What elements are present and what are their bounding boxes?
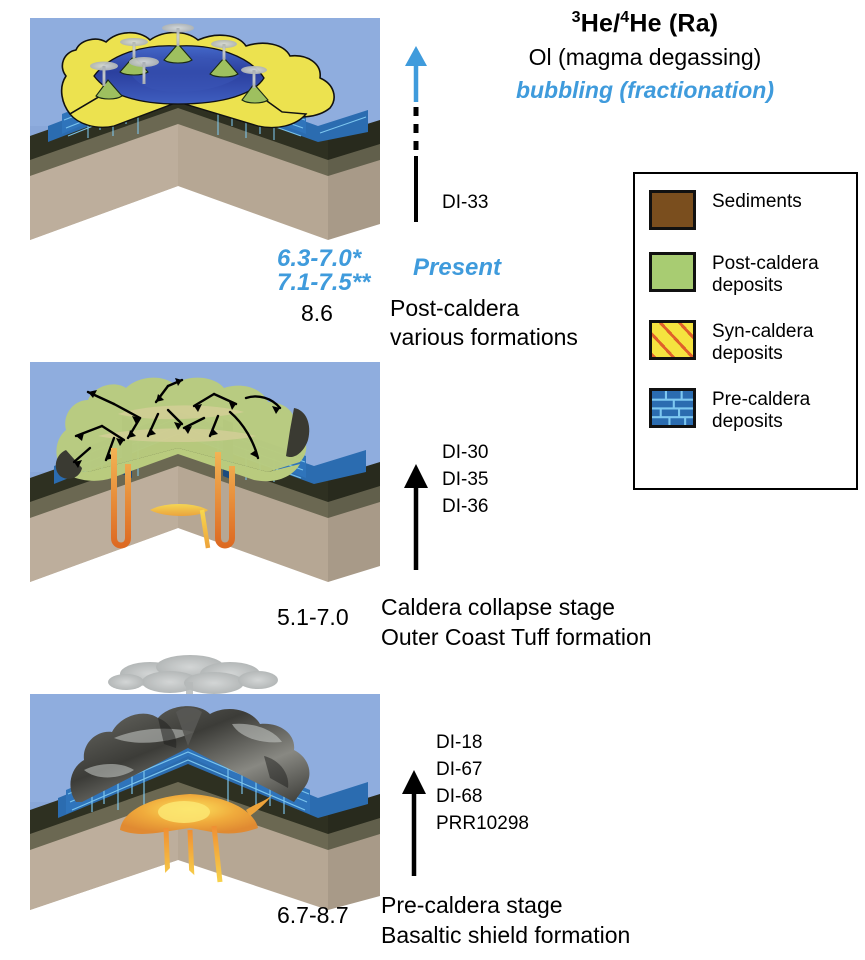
legend-box: Sediments Post-caldera deposits Syn-cald… <box>633 172 858 490</box>
legend-label-post-caldera-line2: deposits <box>712 275 783 297</box>
pre-caldera-illustration <box>30 655 380 910</box>
ratio-value-blue-primary: 6.3-7.0* <box>277 245 362 272</box>
block-diagram-pre-caldera <box>18 652 393 910</box>
caption-pre-caldera: 6.7-8.7 Pre-caldera stage Basaltic shiel… <box>255 890 685 960</box>
stage-name-post-caldera: Post-caldera various formations <box>390 294 578 353</box>
stage-name-line1: Post-caldera <box>390 295 520 321</box>
sample-label: DI-18 <box>436 732 483 753</box>
arrow-up-black-icon <box>404 464 428 570</box>
sample-label: DI-36 <box>442 495 489 517</box>
ratio-value-caldera-collapse: 5.1-7.0 <box>277 604 349 630</box>
legend-item-sediments: Sediments <box>649 190 846 230</box>
header-subtitle: Ol (magma degassing) <box>528 43 762 70</box>
brick-pattern-icon <box>652 390 693 425</box>
legend-label-pre-caldera-line1: Pre-caldera <box>712 388 811 410</box>
helium-label-post: He (Ra) <box>629 9 719 38</box>
helium-ratio-title: 3He/4He (Ra) <box>430 8 860 39</box>
ratio-value-blue-secondary: 7.1-7.5** <box>277 269 371 296</box>
stage-name-caldera-collapse: Caldera collapse stage Outer Coast Tuff … <box>381 592 652 653</box>
block-diagram-caldera-collapse <box>18 352 393 590</box>
timeline-arrow-pre-caldera: DI-18 DI-67 DI-68 PRR10298 <box>398 730 548 876</box>
legend-item-pre-caldera: Pre-caldera deposits <box>649 387 846 434</box>
legend-item-syn-caldera: Syn-caldera deposits <box>649 319 846 366</box>
header-note-bubbling: bubbling (fractionation) <box>515 76 775 103</box>
block-diagram-post-caldera <box>18 14 393 252</box>
post-caldera-illustration <box>30 18 380 252</box>
ratio-value-pre-caldera: 6.7-8.7 <box>277 902 349 928</box>
pre-caldera-swatch <box>649 387 696 428</box>
legend-label-pre-caldera: Pre-caldera deposits <box>712 388 810 434</box>
legend-label-syn-caldera-line1: Syn-caldera <box>712 320 814 342</box>
sample-label: DI-68 <box>436 785 483 807</box>
legend-label-pre-caldera-line2: deposits <box>712 411 783 433</box>
ash-cloud <box>108 655 278 694</box>
legend-label-post-caldera: Post-caldera deposits <box>712 252 819 298</box>
sample-label: DI-67 <box>436 758 483 780</box>
timeline-arrow-caldera-collapse: DI-30 DI-35 DI-36 <box>398 440 528 570</box>
sample-labels-pre-caldera: DI-18 DI-67 DI-68 PRR10298 <box>436 730 529 838</box>
post-caldera-swatch <box>649 252 696 292</box>
sample-label: DI-33 <box>442 192 489 213</box>
timeline-arrow-post-caldera: DI-33 <box>398 44 528 224</box>
arrow-up-blue-icon <box>405 46 427 222</box>
arrow-up-black-icon <box>402 770 426 876</box>
header-block: 3He/4He (Ra) Ol (magma degassing) bubbli… <box>430 8 860 106</box>
stage-name-line2: various formations <box>390 324 578 351</box>
ratio-value-post-caldera: 8.6 <box>301 300 333 326</box>
stage-name-line1: Caldera collapse stage <box>381 594 615 620</box>
sample-label: DI-35 <box>442 468 489 490</box>
flow-arrowheads <box>74 378 280 468</box>
flow-arrows <box>72 378 282 464</box>
sample-labels-post-caldera: DI-33 <box>442 190 488 217</box>
stage-name-line1: Pre-caldera stage <box>381 892 563 918</box>
magma-conduits <box>101 62 253 204</box>
stage-name-pre-caldera: Pre-caldera stage Basaltic shield format… <box>381 890 630 951</box>
caldera-collapse-illustration <box>30 362 380 590</box>
caption-caldera-collapse: 5.1-7.0 Caldera collapse stage Outer Coa… <box>255 592 685 662</box>
isotope-3-superscript: 3 <box>571 9 581 26</box>
syn-caldera-swatch <box>649 319 696 360</box>
sample-label: DI-30 <box>442 442 489 463</box>
helium-label-pre: He/ <box>580 9 621 38</box>
legend-label-post-caldera-line1: Post-caldera <box>712 253 819 274</box>
legend-label-sediments: Sediments <box>712 191 802 212</box>
stage-name-line2: Basaltic shield formation <box>381 922 631 949</box>
legend-label-syn-caldera: Syn-caldera deposits <box>712 320 813 366</box>
time-label-present: Present <box>413 254 502 281</box>
legend-item-post-caldera: Post-caldera deposits <box>649 252 846 298</box>
sample-labels-caldera-collapse: DI-30 DI-35 DI-36 <box>442 440 488 521</box>
legend-label-syn-caldera-line2: deposits <box>712 343 783 365</box>
sample-label: PRR10298 <box>436 812 529 834</box>
caption-post-caldera: 6.3-7.0* 7.1-7.5** Present 8.6 Post-cald… <box>255 240 655 355</box>
sediments-swatch <box>649 190 696 230</box>
stage-name-line2: Outer Coast Tuff formation <box>381 624 652 651</box>
isotope-4-superscript: 4 <box>620 9 630 26</box>
